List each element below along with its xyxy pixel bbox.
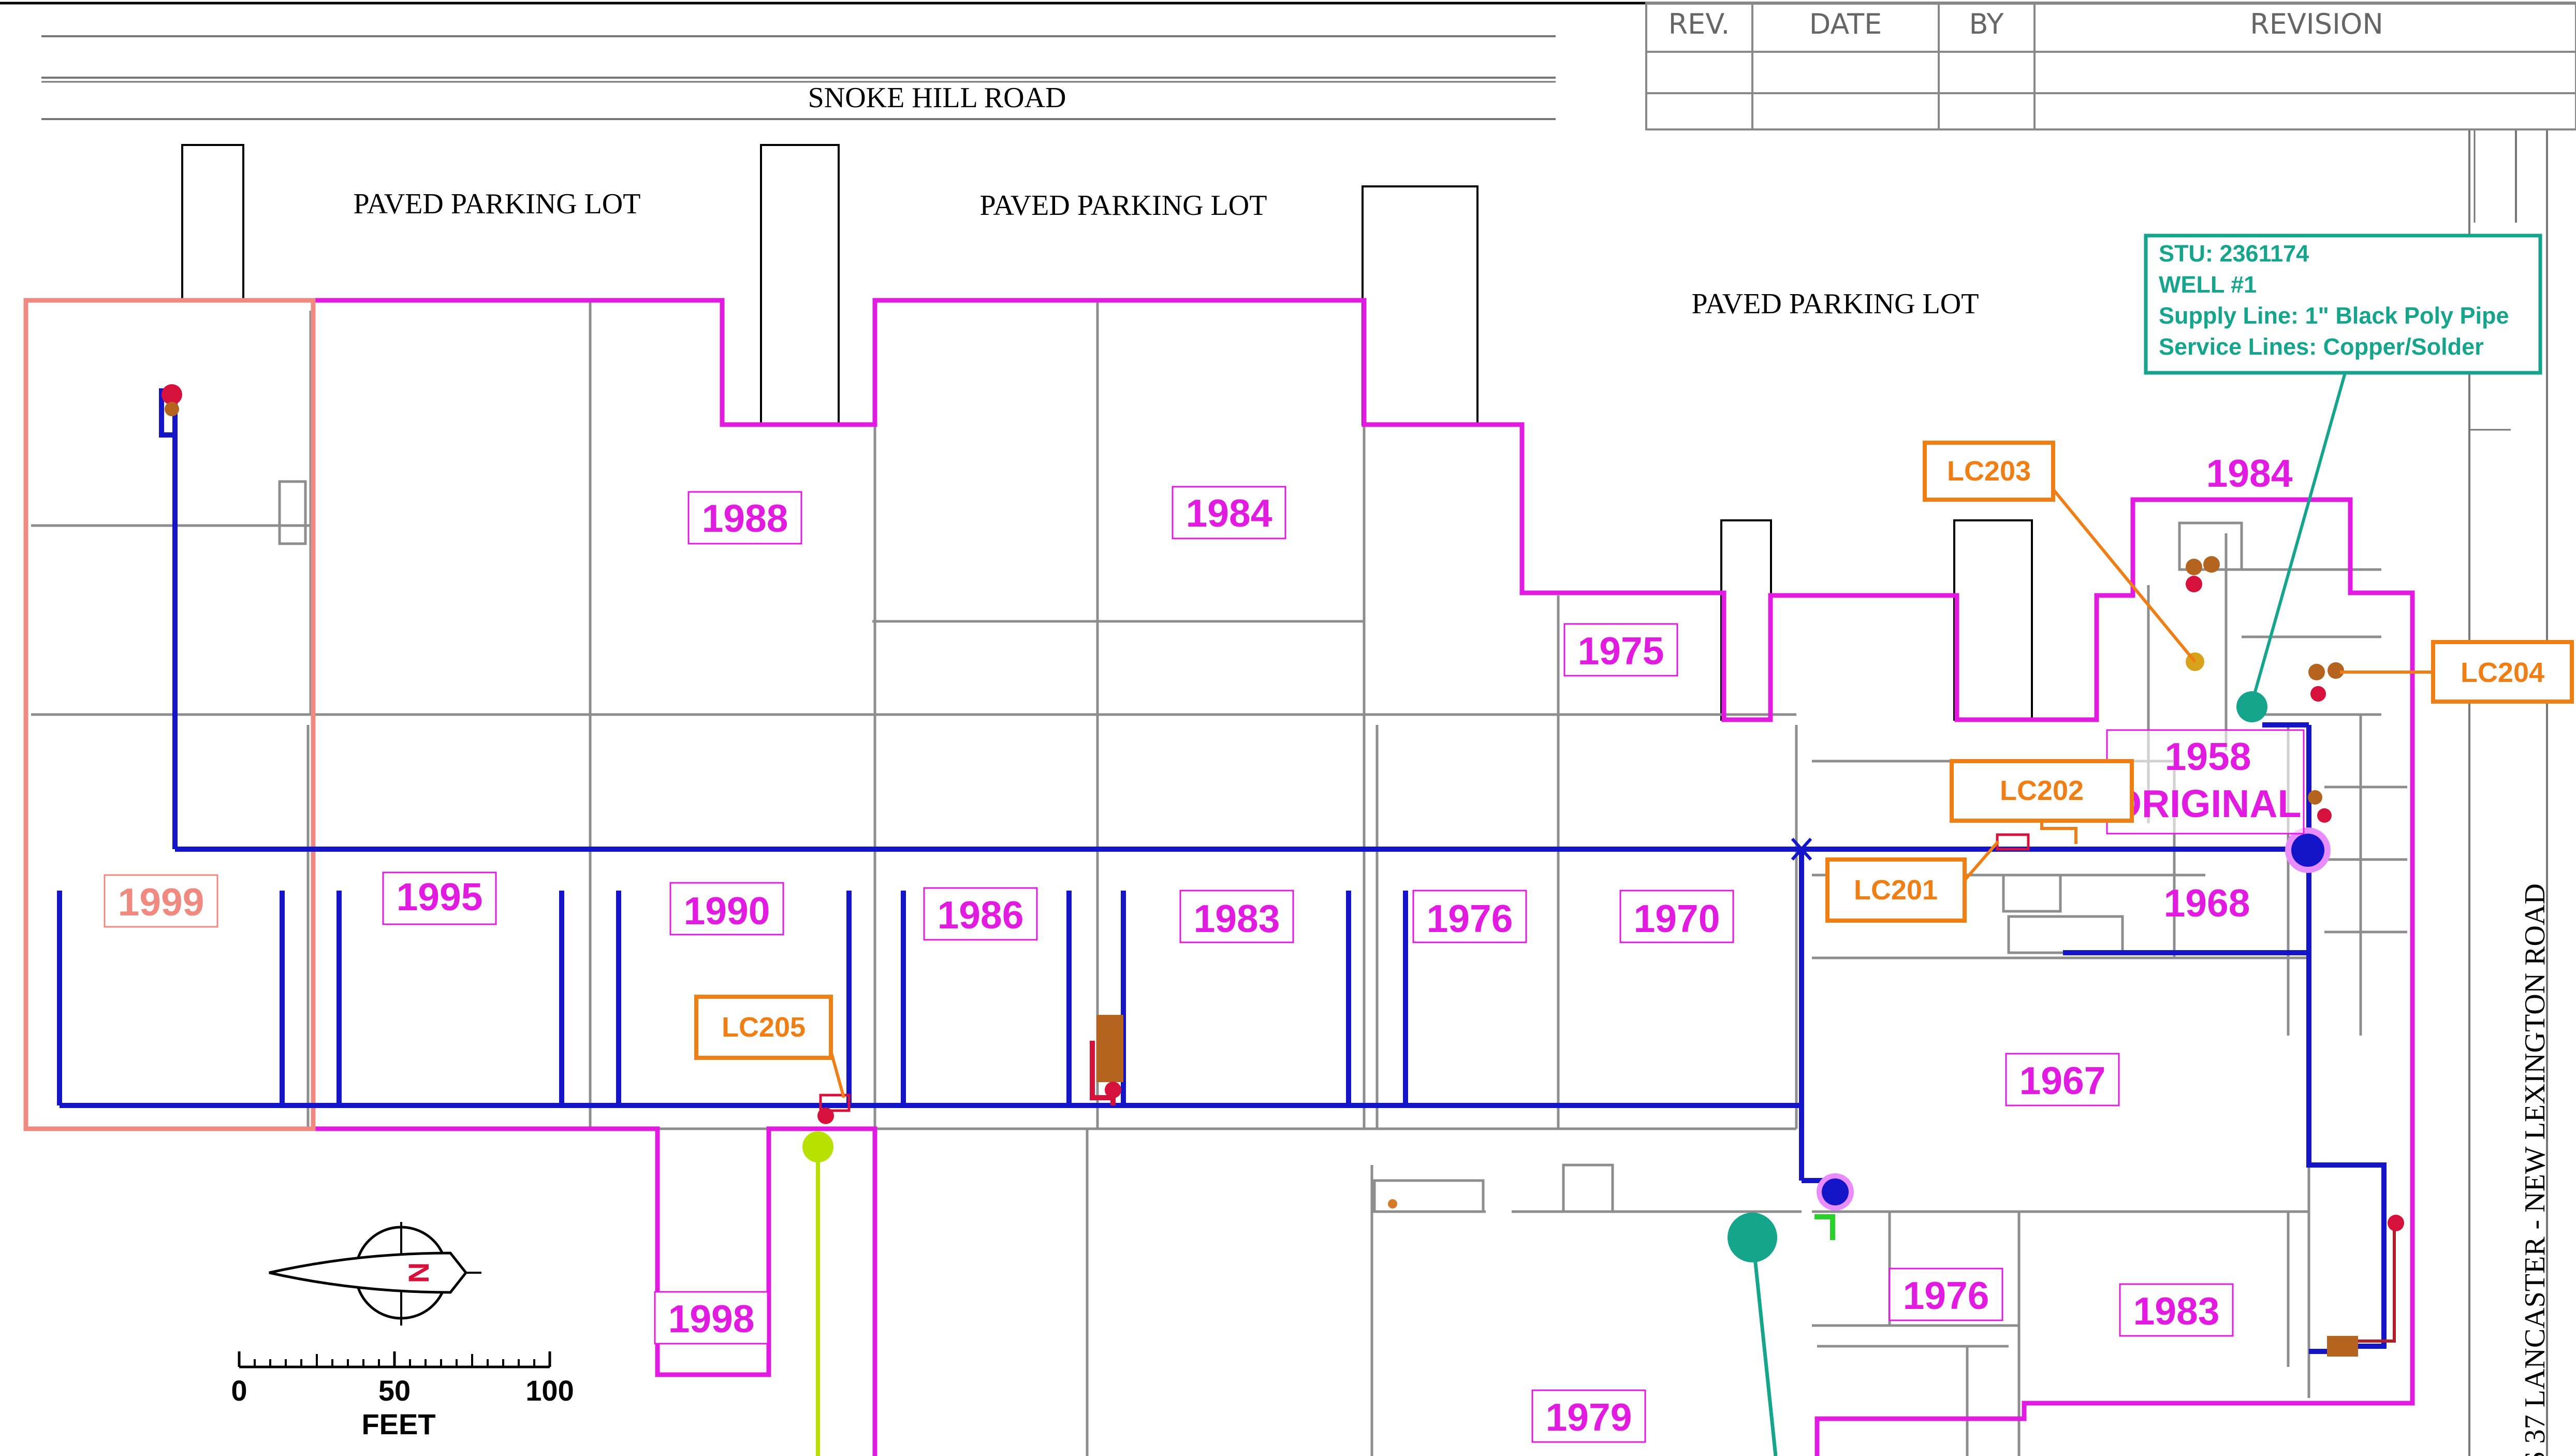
fixture-point xyxy=(1105,1082,1121,1098)
supply-line-segment xyxy=(1814,1214,1835,1240)
revision-table: REV. DATE BY REVISION xyxy=(1645,2,2576,130)
year-label: 1986 xyxy=(938,893,1024,937)
well-1 xyxy=(2236,691,2267,722)
original-building-label: ORIGINAL xyxy=(2112,782,2302,825)
year-label: 1984 xyxy=(1186,491,1272,535)
well-stu-number: STU: 2361174 xyxy=(2159,240,2309,267)
year-label: 1967 xyxy=(2019,1059,2106,1102)
parking-lot-label: PAVED PARKING LOT xyxy=(980,190,1267,222)
well-point xyxy=(802,1131,833,1162)
year-label: 1983 xyxy=(2133,1289,2220,1333)
valve-icon xyxy=(1791,837,1812,861)
well-supply-line: Supply Line: 1" Black Poly Pipe xyxy=(2159,302,2509,329)
well-name: WELL #1 xyxy=(2159,271,2257,298)
fixtures xyxy=(162,384,2404,1357)
callouts: LC203 LC204 LC202 LC201 LC205 xyxy=(694,441,2574,1098)
valve-icon xyxy=(819,1094,851,1112)
water-heater xyxy=(2327,1336,2358,1357)
year-label: 1983 xyxy=(1194,897,1280,940)
building-outline xyxy=(311,298,2415,1456)
well-info-callout: STU: 2361174 WELL #1 Supply Line: 1" Bla… xyxy=(1753,234,2542,1456)
rev-header-date: DATE xyxy=(1809,8,1882,40)
rev-header-rev: REV. xyxy=(1668,8,1730,40)
year-label: 1968 xyxy=(2164,881,2250,925)
fixture-point xyxy=(162,384,182,405)
year-label: 1958 xyxy=(2165,735,2251,778)
callout-box xyxy=(1923,441,2055,502)
interior-walls xyxy=(31,300,2407,1456)
callout-lc204: LC204 xyxy=(2461,657,2544,688)
parking-lot-label: PAVED PARKING LOT xyxy=(1692,288,1979,320)
well-2 xyxy=(1728,1213,1777,1262)
year-label: 1976 xyxy=(1903,1274,1989,1317)
callout-lc203: LC203 xyxy=(1947,456,2031,487)
year-label: 1990 xyxy=(684,889,770,933)
callout-lc202: LC202 xyxy=(2000,775,2084,806)
well-service-lines: Service Lines: Copper/Solder xyxy=(2159,333,2484,360)
water-distribution-lines xyxy=(57,388,2387,1354)
fixture-branch-line xyxy=(2350,1222,2396,1343)
scale-tick-label: 0 xyxy=(231,1374,247,1407)
callout-box xyxy=(1825,857,1967,923)
parking-lot-label: PAVED PARKING LOT xyxy=(354,188,641,220)
year-label: 1988 xyxy=(702,497,788,540)
year-label: 1975 xyxy=(1578,629,1664,673)
addition-1999-outline xyxy=(23,298,316,1131)
callout-lc201: LC201 xyxy=(1854,875,1938,906)
year-label: 1998 xyxy=(668,1297,755,1341)
rev-header-by: BY xyxy=(1969,8,2004,40)
callout-box xyxy=(694,995,833,1060)
north-arrow: N xyxy=(269,1222,481,1326)
scale-tick-label: 100 xyxy=(525,1374,574,1407)
year-labels: 1999 1995 1990 1986 1983 1976 1970 1988 … xyxy=(104,452,2305,1443)
rev-header-revision: REVISION xyxy=(2250,8,2383,40)
scale-unit-label: FEET xyxy=(361,1408,435,1440)
drawing-frame xyxy=(0,2,2576,120)
scale-bar: 0 50 100 FEET xyxy=(231,1351,574,1440)
site-structures xyxy=(181,144,2033,721)
callout-lc205: LC205 xyxy=(722,1012,806,1043)
scale-tick-label: 50 xyxy=(378,1374,411,1407)
east-road-label: US 37 LANCASTER - NEW LEXINGTON ROAD xyxy=(2519,883,2551,1456)
water-heater xyxy=(1096,1015,1123,1082)
year-label: 1976 xyxy=(1427,897,1513,940)
year-label: 1995 xyxy=(397,875,483,919)
year-label: 1979 xyxy=(1546,1395,1632,1439)
year-label-1999: 1999 xyxy=(118,880,204,924)
year-label: 1970 xyxy=(1634,897,1720,940)
north-road-label: SNOKE HILL ROAD xyxy=(808,82,1066,114)
year-label: 1984 xyxy=(2206,452,2293,495)
fixture-point xyxy=(165,402,179,416)
north-letter: N xyxy=(402,1262,435,1283)
